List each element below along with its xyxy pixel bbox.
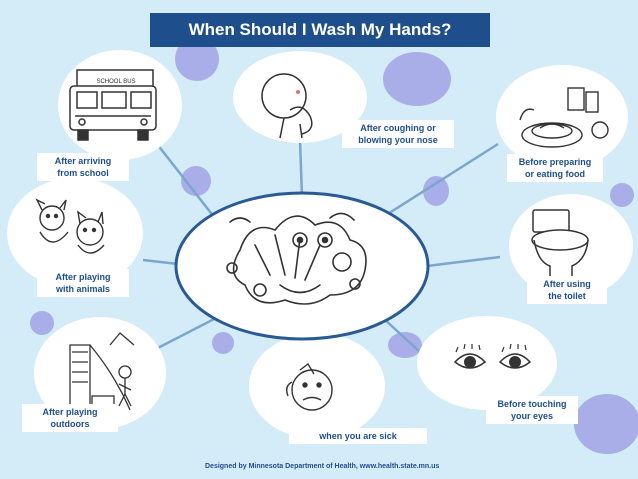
label-after-arriving-from-school: After arriving from school bbox=[37, 153, 129, 181]
eyes-icon bbox=[448, 340, 538, 370]
label-after-coughing: After coughing or blowing your nose bbox=[342, 120, 454, 148]
label-when-you-are-sick: when you are sick bbox=[289, 428, 427, 444]
page-title: When Should I Wash My Hands? bbox=[150, 13, 490, 47]
label-after-using-toilet: After using the toilet bbox=[527, 276, 607, 304]
bus-sign-text: SCHOOL BUS bbox=[96, 79, 135, 85]
label-before-touching-eyes: Before touching your eyes bbox=[486, 396, 578, 424]
label-after-playing-with-animals: After playing with animals bbox=[37, 269, 129, 297]
label-after-playing-outdoors: After playing outdoors bbox=[22, 404, 118, 432]
footer-credit: Designed by Minnesota Department of Heal… bbox=[205, 463, 439, 470]
label-before-preparing-food: Before preparing or eating food bbox=[507, 154, 603, 182]
central-hub bbox=[176, 193, 428, 339]
